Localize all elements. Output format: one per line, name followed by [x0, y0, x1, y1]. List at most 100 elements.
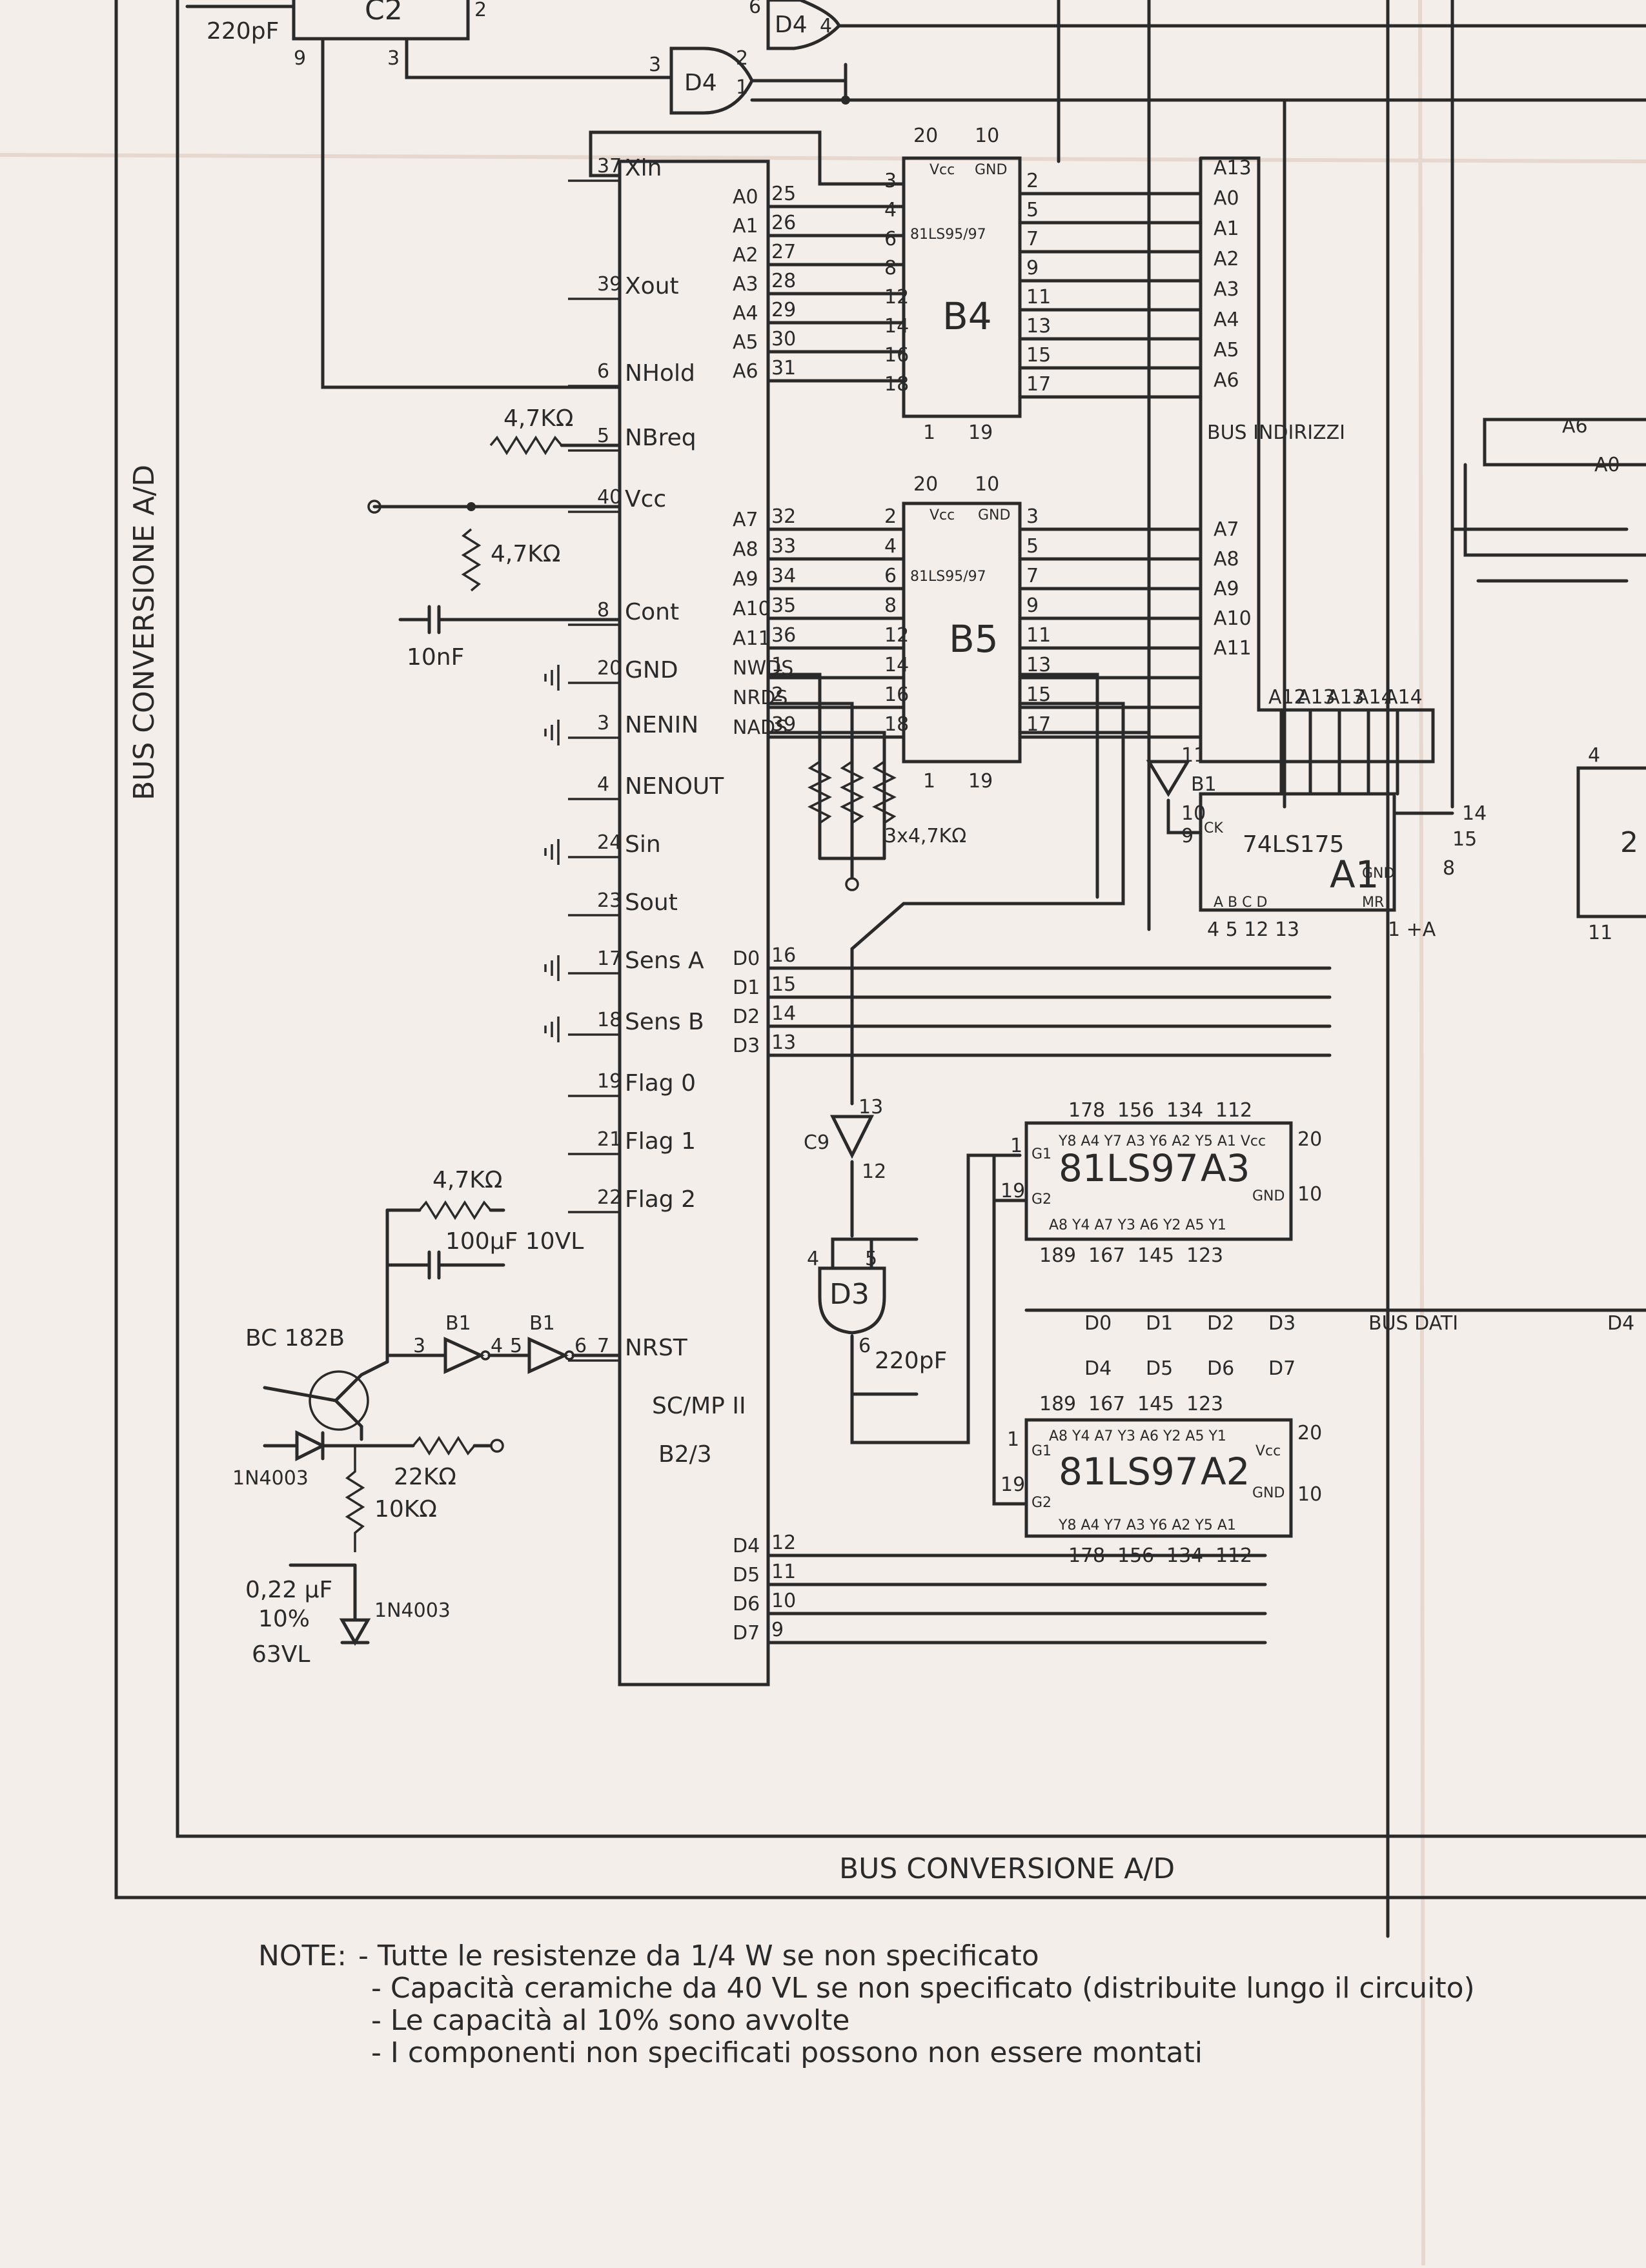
chip-b4: [902, 156, 1022, 418]
chip-pin-number: 4: [884, 535, 897, 558]
cpu-right-pin-name: A1: [733, 215, 758, 238]
c022-v: 63VL: [252, 1641, 310, 1668]
notes-head: NOTE:: [258, 1939, 347, 1972]
address-bus-pin: A7: [1214, 518, 1239, 541]
cpu-right-pin-name: A10: [733, 598, 771, 620]
chip-pin-number: 8: [1093, 1544, 1105, 1567]
chip-pin-number: 13: [1026, 654, 1051, 676]
a2-vcc: Vcc: [1255, 1443, 1281, 1459]
cpu-pin-name: NENIN: [625, 712, 698, 738]
wire: [321, 37, 622, 389]
inv-pin-11: 11: [1181, 744, 1206, 767]
r-nbreq-label: 4,7KΩ: [503, 405, 573, 432]
address-bus-pin: A0: [1214, 187, 1239, 210]
cpu-pin-number: 39: [597, 273, 622, 296]
a3-top-sig: Y8 A4 Y7 A3 Y6 A2 Y5 A1 Vcc: [1058, 1133, 1266, 1149]
diode-1n4003-b: [339, 1618, 371, 1646]
inv-c9-pin-13: 13: [859, 1096, 883, 1119]
cpu-right-pin-name: D1: [733, 977, 760, 999]
a1-pin-14: 14: [1462, 802, 1487, 825]
chip-pin-number: 18: [1039, 1393, 1064, 1415]
pullup-terminal: [845, 877, 859, 891]
chip-a1-label: A1: [1330, 853, 1379, 896]
cpu-pin-number: 8: [597, 599, 609, 622]
cpu-right-pin-name: D0: [733, 947, 760, 970]
chip-a1-part: 74LS175: [1243, 831, 1344, 858]
wire: [766, 673, 822, 860]
a1-top-input: A14: [1385, 686, 1423, 709]
inverter-c9: [829, 1115, 875, 1159]
wire: [992, 1153, 1028, 1506]
cpu-right-pin-number: 31: [771, 357, 796, 380]
cpu-pin-number: 17: [597, 947, 622, 970]
chip-pin-number: 5: [1162, 1393, 1174, 1415]
address-bus-label: BUS INDIRIZZI: [1207, 421, 1345, 444]
b5-pin-20: 20: [913, 473, 938, 496]
chip-pin-number: 17: [1068, 1544, 1093, 1567]
address-bus-pin: A2: [1214, 248, 1239, 270]
a3-g1: G1: [1031, 1146, 1052, 1162]
cpu-pin-number: 4: [597, 773, 609, 796]
address-bus-pin: A9: [1214, 578, 1239, 600]
cpu-right-pin-number: 36: [771, 624, 796, 647]
a1-pins-bottom: 4 5 12 13: [1207, 918, 1299, 941]
chip-pin-number: 7: [1026, 228, 1039, 250]
notes-line3: - Le capacità al 10% sono avvolte: [371, 2004, 849, 2037]
cpu-pin-number: 19: [597, 1070, 622, 1093]
cpu-right-pin-number: 12: [771, 1532, 796, 1554]
chip-pin-number: 14: [1137, 1393, 1162, 1415]
a1-pin-9: 9: [1181, 825, 1194, 847]
chip-pin-number: 11: [1215, 1544, 1240, 1567]
chip-pin-number: 5: [1026, 535, 1039, 558]
bus-right-a0: A0: [1594, 454, 1620, 476]
wire: [1018, 673, 1099, 899]
right-chip-text: 2: [1620, 826, 1638, 859]
a1-pin-1: 1 +A: [1388, 918, 1436, 941]
wire: [589, 130, 906, 186]
chip-pin-number: 12: [884, 286, 909, 309]
a2-pin-20: 20: [1297, 1422, 1322, 1444]
right-chip-pin-4: 4: [1588, 744, 1600, 767]
chip-pin-number: 5: [1026, 199, 1039, 221]
cpu-right-pin-number: 29: [771, 299, 796, 321]
d3-pin-6: 6: [859, 1335, 871, 1357]
chip-b5-label: B5: [949, 617, 999, 661]
cpu-pin-name: Flag 0: [625, 1070, 696, 1097]
transistor-bc182b: [309, 1370, 369, 1431]
a1-top-input: A12: [1268, 686, 1306, 709]
address-bus-pin: A1: [1214, 218, 1239, 240]
c022-tol: 10%: [258, 1606, 310, 1632]
data-bus-pin: D3: [1268, 1312, 1295, 1335]
chip-pin-number: 11: [1026, 624, 1051, 647]
a2-gnd: GND: [1252, 1485, 1285, 1501]
a1-top-input: A14: [1356, 686, 1394, 709]
d3-pin-4: 4: [807, 1248, 819, 1270]
chip-right-partial: [1576, 766, 1646, 918]
cpu-right-pin-name: A6: [733, 360, 758, 383]
chip-pin-number: 3: [1026, 505, 1039, 528]
chip-pin-number: 4: [1191, 1544, 1203, 1567]
data-bus-pin: D4: [1084, 1357, 1112, 1380]
data-bus-pin: D6: [1207, 1357, 1234, 1380]
bus-right-a6: A6: [1562, 415, 1588, 438]
chip-pin-number: 11: [1026, 286, 1051, 309]
cpu-right-pin-number: 35: [771, 594, 796, 617]
r10k-label: 10KΩ: [374, 1496, 437, 1523]
chip-pin-number: 6: [1142, 1099, 1154, 1122]
cpu-pin-name: NBreq: [625, 425, 696, 451]
chip-pin-number: 17: [1026, 373, 1051, 396]
cpu-pin-number: 23: [597, 889, 622, 912]
cpu-right-pin-name: A8: [733, 538, 758, 561]
cpu-right-pin-number: 32: [771, 505, 796, 528]
chip-pin-number: 6: [884, 565, 897, 587]
bottom-bus-label: BUS CONVERSIONE A/D: [839, 1852, 1175, 1885]
ground-symbols: [544, 665, 560, 1042]
resistor-22k: [412, 1435, 476, 1456]
b4-pin-19: 19: [968, 421, 993, 444]
a3-pin-19: 19: [1001, 1180, 1025, 1202]
chip-pin-number: 3: [1211, 1393, 1223, 1415]
